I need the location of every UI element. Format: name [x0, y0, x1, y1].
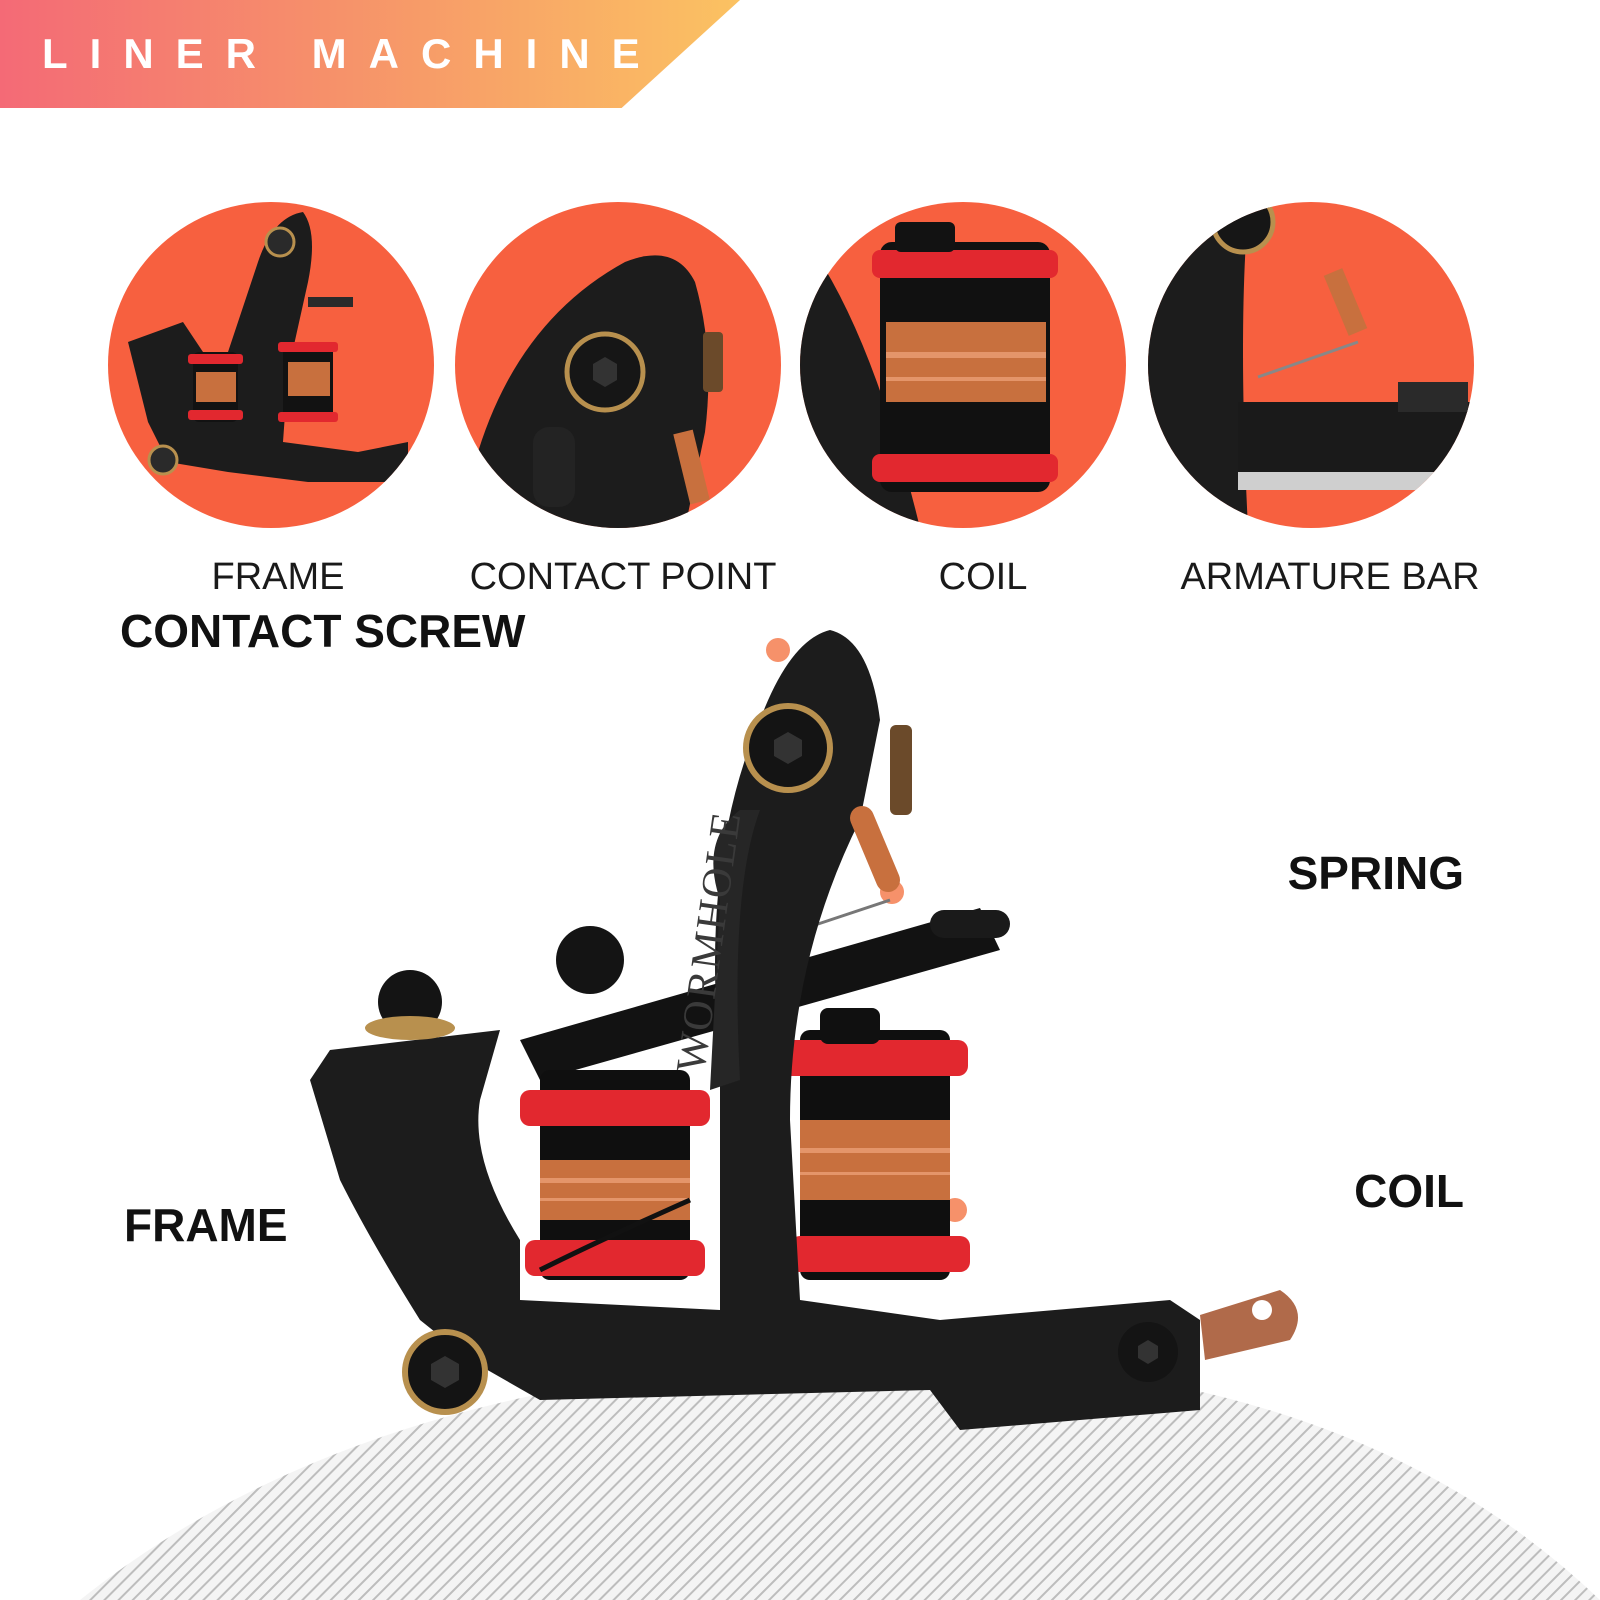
detail-image-contact-point	[455, 202, 781, 528]
callout-coil: COIL	[1354, 1165, 1464, 1217]
detail-label-frame: FRAME	[211, 556, 345, 598]
detail-label-coil: COIL	[938, 556, 1028, 598]
detail-label-contact-point: CONTACT POINT	[469, 556, 777, 598]
detail-image-armature-bar	[1148, 202, 1474, 528]
callout-spring: SPRING	[1287, 847, 1464, 899]
title-banner	[0, 0, 740, 108]
detail-label-armature-bar: ARMATURE BAR	[1180, 556, 1480, 598]
detail-image-coil	[800, 202, 1126, 528]
callout-frame: FRAME	[124, 1199, 288, 1251]
tattoo-machine-illustration: WORMHOLE	[0, 600, 1600, 1600]
banner-title: LINER MACHINE	[42, 30, 662, 77]
callout-contact-screw: CONTACT SCREW	[120, 605, 526, 657]
detail-image-frame	[108, 202, 434, 528]
